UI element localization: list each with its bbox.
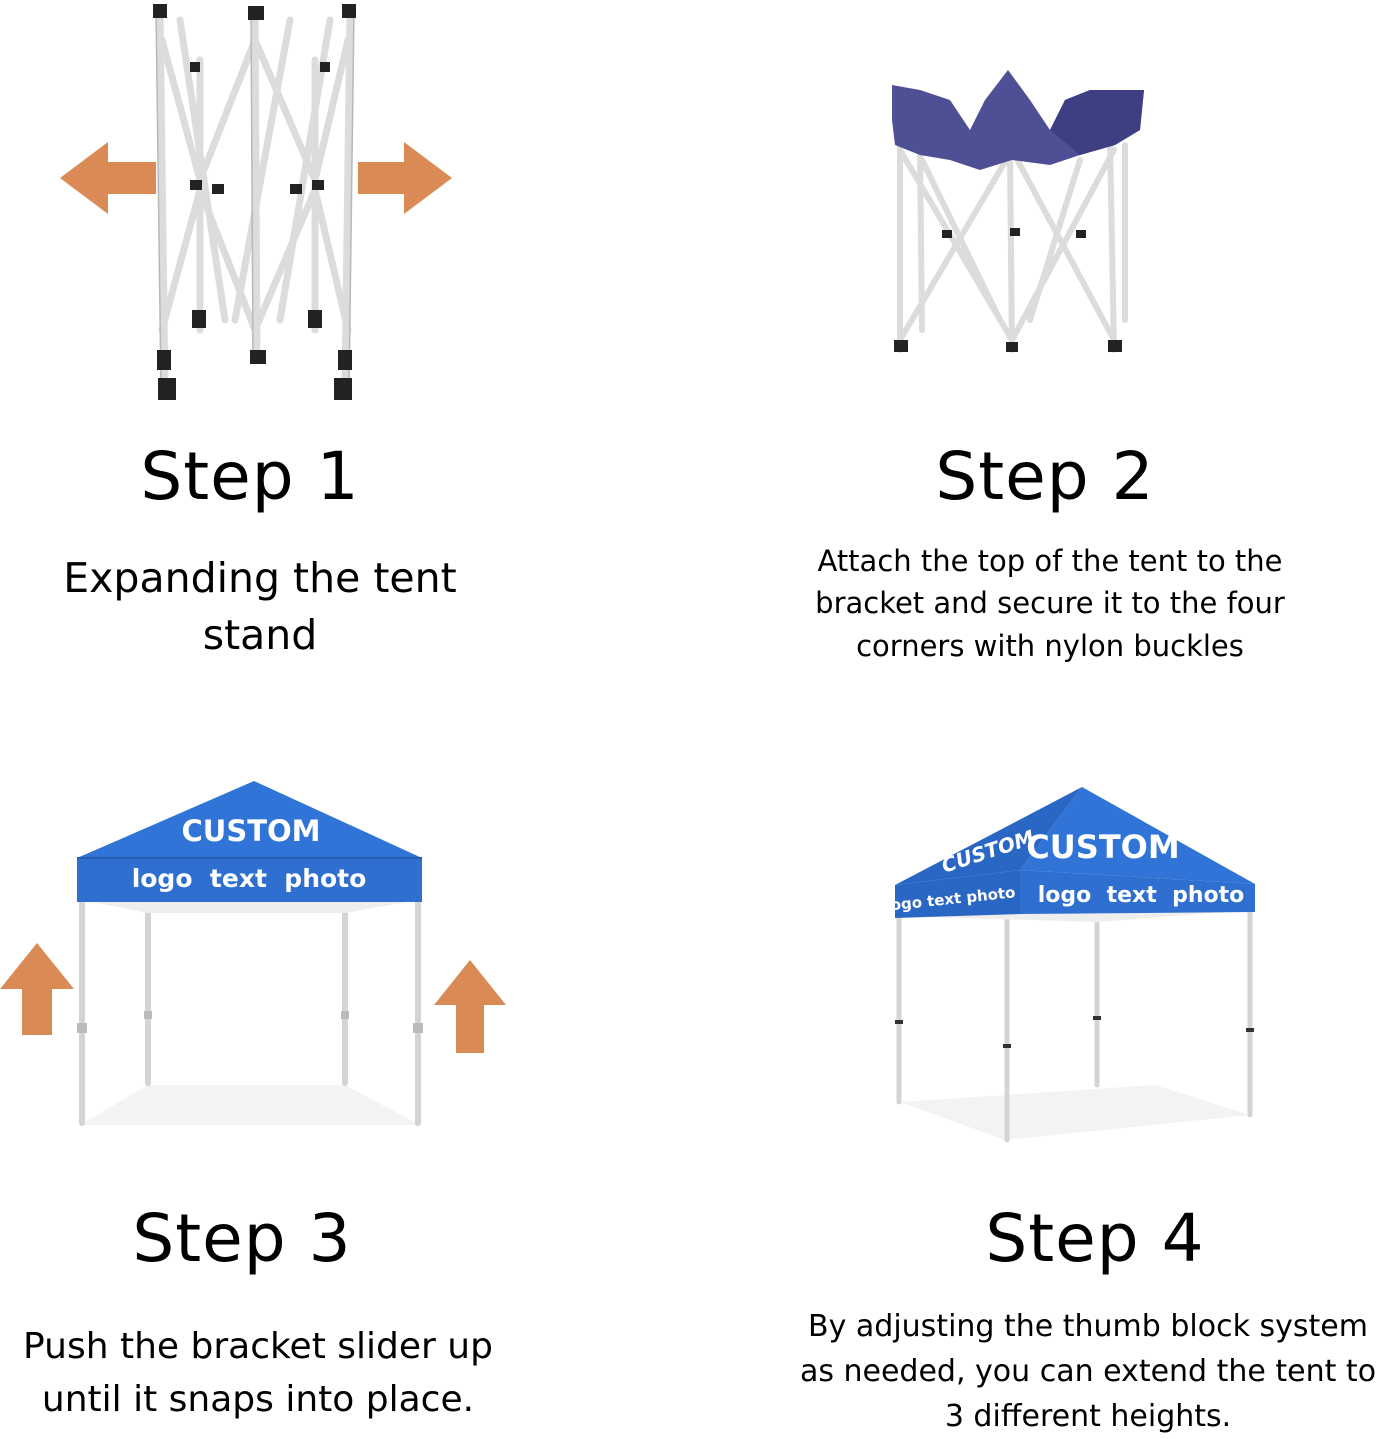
tent-frame-icon xyxy=(897,137,1128,353)
step2-desc-line: Attach the top of the tent to the xyxy=(817,544,1283,578)
expand-left-arrow-icon xyxy=(60,142,156,214)
step1-desc-line: stand xyxy=(202,610,318,659)
push-up-right-arrow-icon xyxy=(434,960,506,1053)
step4-desc-line: By adjusting the thumb block system xyxy=(808,1309,1368,1344)
canopy4-front-text: logo text photo xyxy=(1038,883,1244,908)
step4-desc-line: as needed, you can extend the tent to xyxy=(799,1354,1377,1389)
push-up-left-arrow-icon xyxy=(0,943,74,1035)
step4-description: By adjusting the thumb block system as n… xyxy=(782,1304,1394,1439)
step3-desc-line: until it snaps into place. xyxy=(41,1379,475,1421)
step2-desc-line: bracket and secure it to the four xyxy=(815,586,1285,621)
step2-illustration xyxy=(892,70,1144,353)
step3-description: Push the bracket slider up until it snap… xyxy=(0,1320,516,1427)
step2-description: Attach the top of the tent to the bracke… xyxy=(780,540,1320,667)
step4-illustration: CUSTOM CUSTOM logo text photo logo text … xyxy=(885,787,1255,1143)
step3-illustration: CUSTOM logo text photo xyxy=(0,781,506,1126)
canopy-icon xyxy=(77,781,422,902)
step1-description: Expanding the tent stand xyxy=(20,550,500,663)
canopy3-front-text: logo text photo xyxy=(132,864,367,893)
canopy-icon xyxy=(895,787,1255,918)
step1-illustration xyxy=(60,4,452,400)
step4-title: Step 4 xyxy=(985,1200,1205,1277)
step3-desc-line: Push the bracket slider up xyxy=(23,1326,493,1367)
step3-title: Step 3 xyxy=(132,1200,352,1277)
folded-frame-icon xyxy=(156,4,354,394)
step2-title: Step 2 xyxy=(935,438,1155,515)
step2-desc-line: corners with nylon buckles xyxy=(856,628,1244,663)
expand-right-arrow-icon xyxy=(358,142,452,214)
step1-title: Step 1 xyxy=(140,438,360,515)
step4-desc-line: 3 different heights. xyxy=(944,1399,1232,1434)
canopy4-top-text: CUSTOM xyxy=(1026,828,1179,866)
step1-desc-line: Expanding the tent xyxy=(63,554,457,602)
canopy3-top-text: CUSTOM xyxy=(181,814,320,848)
